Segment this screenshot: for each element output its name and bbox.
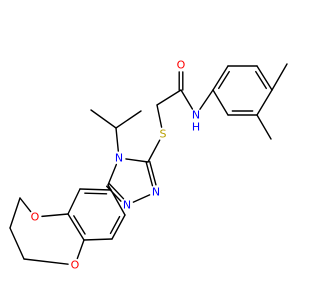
bond-b2-b3 <box>67 213 85 241</box>
bond-b6-b1 <box>79 188 112 191</box>
bond-c_carbonyl-ch2 <box>156 89 182 106</box>
bond-o_ether_bottom-b3 <box>76 239 85 260</box>
bond-r3-r4 <box>256 89 273 116</box>
bond-b2-o_ether_top <box>41 213 69 218</box>
bond-t_c5-b6 <box>107 184 112 191</box>
bond-b5-b6 <box>110 189 126 216</box>
bond-b6-b1-inner <box>84 192 108 195</box>
bond-n_ring4-t_c3 <box>125 158 149 163</box>
atom-label-ether-oxygen-bottom: O <box>71 259 80 272</box>
atom-label-triazole-n2: N <box>152 186 160 199</box>
bond-r2-r3-inner <box>255 70 267 90</box>
bond-n_ring2-n_ring1 <box>132 194 151 203</box>
bond-b4-b5 <box>111 214 126 240</box>
bond-n_ring4-iso_ch <box>115 127 120 152</box>
bond-t_c3-n_ring2 <box>145 161 154 187</box>
bond-b4-b5-inner <box>109 215 121 235</box>
bond-ch2c-o_ether_bottom <box>23 258 69 265</box>
bond-r6-n_amide <box>199 89 214 110</box>
bond-b2-b3-inner <box>73 215 86 235</box>
bond-ch2b-ch2c <box>9 227 25 260</box>
bond-ch2a-ch2b <box>9 197 21 229</box>
atom-label-ether-oxygen-top: O <box>31 211 40 224</box>
atom-label-triazole-n1: N <box>123 199 131 212</box>
bond-r5-r6 <box>212 89 229 116</box>
atom-label-carbonyl-oxygen: O <box>177 59 186 72</box>
bond-n_amide-c_carbonyl <box>180 89 194 110</box>
atom-label-triazole-n4: N <box>115 152 123 165</box>
bond-b1-b2 <box>67 188 81 215</box>
bond-t_c5-n_ring4 <box>107 163 118 186</box>
bond-b3-b4 <box>83 238 113 241</box>
bond-layer <box>9 63 288 265</box>
bond-iso_ch-iso_me1 <box>90 109 117 129</box>
bond-r6-r1 <box>212 65 229 91</box>
atom-label-amide-hydrogen: H <box>192 121 200 134</box>
atom-label-sulfur: S <box>160 128 167 141</box>
bond-r2-r3 <box>256 65 273 91</box>
bond-ch2-s_thioether <box>156 104 163 128</box>
bond-t_c3-n_ring2-second <box>149 160 157 186</box>
bond-r6-r1-inner <box>218 70 230 90</box>
bond-r3-me3 <box>271 63 288 91</box>
bond-o_ether_top-ch2a <box>19 197 32 213</box>
bond-r4-me4 <box>256 114 272 140</box>
bond-iso_ch-iso_me2 <box>115 110 142 129</box>
bond-s_thioether-t_c3 <box>147 139 161 163</box>
bond-n_ring1-t_c5 <box>108 183 125 200</box>
atom-label-amide-nitrogen: N <box>192 109 200 122</box>
